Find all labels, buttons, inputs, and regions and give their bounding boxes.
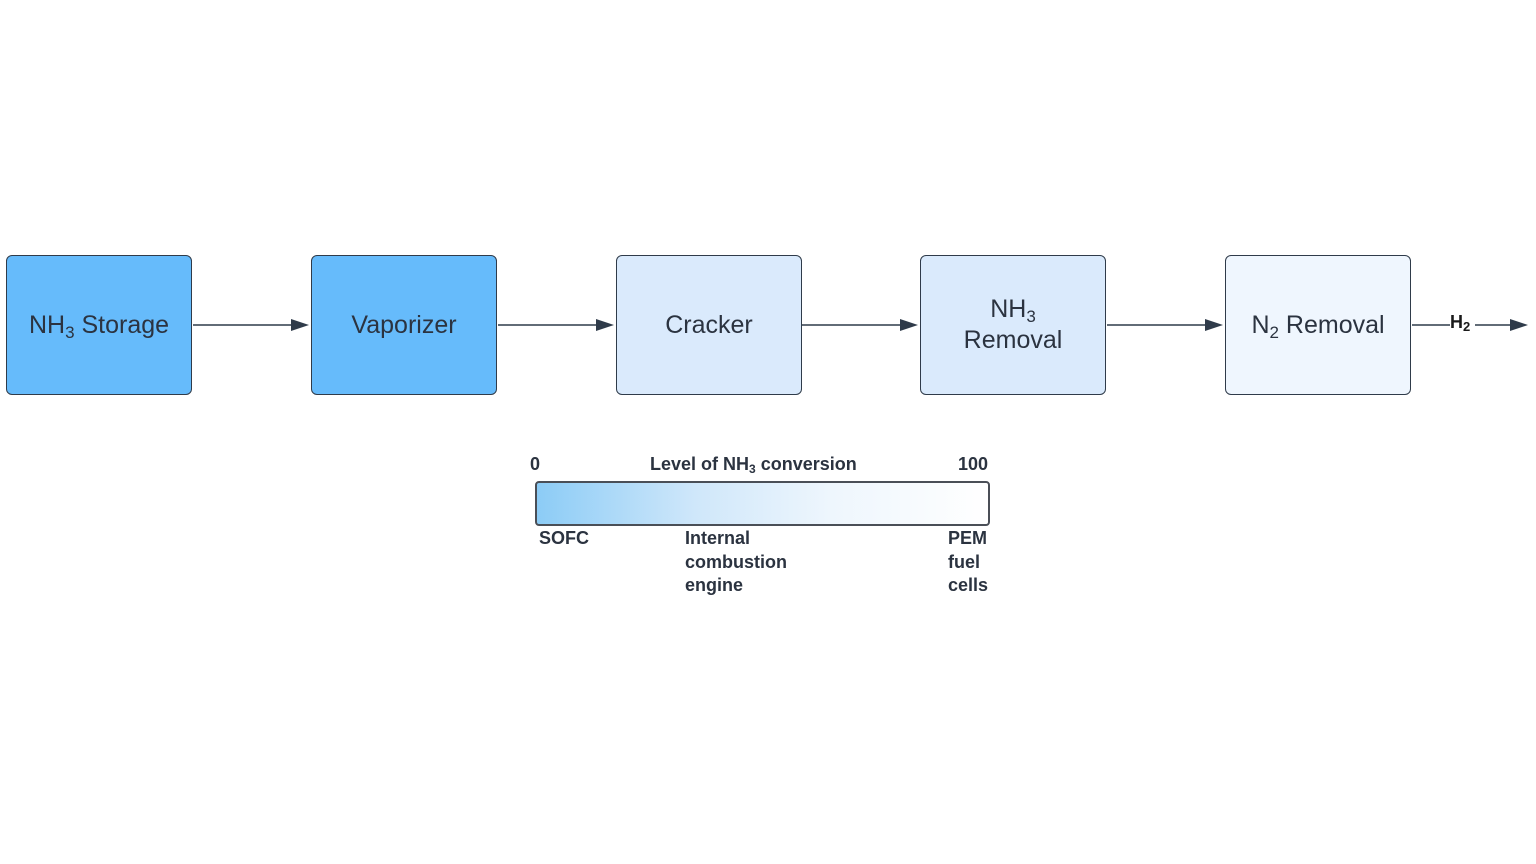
stage-nh3-removal: NH3 Removal <box>920 255 1106 395</box>
application-label-pem: PEM fuel cells <box>948 528 989 595</box>
stage-label: NH3 Storage <box>28 310 170 342</box>
arrow-cracker-to-nh3-removal <box>802 319 918 331</box>
stage-cracker: Cracker <box>616 255 802 395</box>
stage-nh3-storage: NH3 Storage <box>6 255 192 395</box>
stage-vaporizer: Vaporizer <box>311 255 497 395</box>
stage-label: NH3 Removal <box>963 295 1063 354</box>
stage-label: Cracker <box>665 310 753 339</box>
stage-label: N2 Removal <box>1251 310 1385 342</box>
stage-label: Vaporizer <box>351 310 457 339</box>
scale-title: Level of NH3 conversion <box>650 454 857 476</box>
scale-max-label: 100 <box>958 454 989 474</box>
arrow-nh3-removal-to-n2-removal <box>1107 319 1223 331</box>
scale-min-label: 0 <box>530 454 541 474</box>
arrow-vaporizer-to-cracker <box>498 319 614 331</box>
stage-n2-removal: N2 Removal <box>1225 255 1411 395</box>
application-label-sofc: SOFC <box>539 528 590 548</box>
conversion-gradient-bar <box>535 481 990 526</box>
arrow-storage-to-vaporizer <box>193 319 309 331</box>
h2-output-label: H2 <box>1450 312 1471 334</box>
application-label-ice: Internal combustion engine <box>685 528 787 595</box>
